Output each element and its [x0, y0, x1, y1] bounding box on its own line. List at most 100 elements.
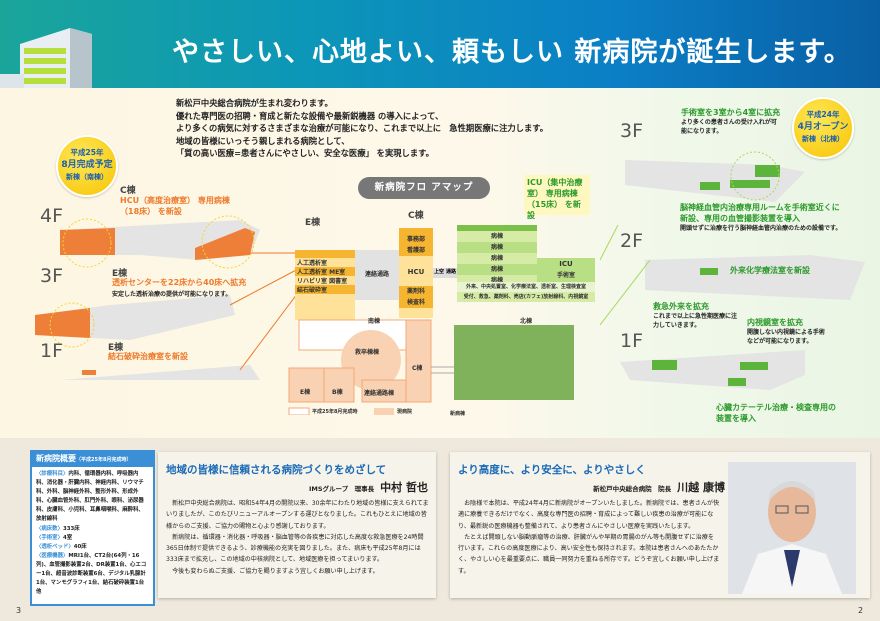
intro-text: 新松戸中央総合病院が生まれ変わります。 優れた専門医の招聘・育成と新たな設備や最…: [176, 97, 548, 160]
floor-label: 1F: [620, 330, 644, 352]
summary-body: 〈診療科目〉内科、循環器内科、呼吸器内科、消化器・肝臓内科、神経内科、リウマチ科…: [32, 467, 153, 600]
summary-key: 〈透析ベッド〉: [36, 543, 74, 550]
message-title: より高度に、より安全に、よりやさしく: [458, 464, 646, 476]
legend-new: 新病棟: [450, 411, 466, 417]
badge-month: 4月オープン: [797, 122, 849, 132]
north-wing-badge: 平成24年 4月オープン 新棟（北棟）: [792, 97, 854, 159]
summary-value: 40床: [73, 543, 87, 550]
badge-building: 新棟（北棟）: [802, 135, 844, 143]
intro-line: 地域の皆様にいっそう親しまれる病院として、: [176, 135, 350, 146]
message-signature: 新松戸中央総合病院 院長川越 康博: [593, 479, 725, 495]
summary-key: 〈病床数〉: [36, 525, 63, 532]
summary-key: 〈診療科目〉: [36, 471, 69, 477]
room-label: 検査科: [399, 297, 433, 308]
summary-item: 〈透析ベッド〉40床: [36, 543, 149, 552]
icu-or-block: ICU 手術室: [537, 258, 595, 282]
or-expansion-subnote: より多くの患者さんの受け入れが可能になります。: [681, 119, 777, 135]
room-label: 結石破砕室: [295, 285, 355, 294]
message-signature: IMSグループ 理事長中村 哲也: [309, 479, 428, 495]
summary-title: 新病院概要: [36, 454, 76, 463]
badge-building: 新棟（南棟）: [66, 173, 108, 181]
director-portrait: [728, 462, 856, 594]
sky-bridge: 上空通路: [433, 268, 457, 278]
message-title: 地域の皆様に信頼される病院づくりをめざして: [166, 464, 387, 476]
c-building-label: C棟: [408, 211, 424, 221]
floor-label: 1F: [40, 340, 64, 362]
page-headline: やさしい、心地よい、頼もしい 新病院が誕生します。: [172, 37, 852, 68]
floor-label: 3F: [40, 265, 64, 287]
summary-key: 〈手術室〉: [36, 534, 63, 541]
south-floor-plans: [35, 215, 300, 380]
e-building-label: E棟: [305, 218, 321, 228]
floor-label: 4F: [40, 205, 64, 227]
signature-org: IMSグループ 理事長: [308, 485, 375, 493]
e-building-label: E棟: [112, 269, 128, 279]
room-label: 病棟: [490, 233, 503, 240]
room-label: 看護部: [399, 245, 433, 256]
plan-label: 南棟: [368, 318, 381, 325]
message-paragraph: お陰様で本院は、平成24年4月に新病院がオープンいたしました。新病院では、患者さ…: [458, 500, 720, 530]
er-note: 救急外来を拡充: [653, 302, 709, 311]
room-row: リハビリ室 図書室: [295, 276, 355, 285]
hcu-note: HCU（高度治療室） 専用病棟（18床） を新設: [120, 196, 230, 216]
signature-name: 中村 哲也: [380, 481, 428, 494]
dialysis-subnote: 安定した透析治療の提供が可能になります。: [112, 291, 232, 298]
plan-label: 連絡通路棟: [364, 390, 395, 397]
floormap-title: 新病院フロ アマップ: [358, 177, 490, 199]
room-row: 人工透析室 ME室: [295, 267, 355, 276]
summary-value: 333床: [62, 525, 80, 532]
intro-line: 優れた専門医の招聘・育成と新たな設備や最新鋭機器 の導入によって、: [176, 110, 444, 121]
plan-label: C棟: [412, 365, 423, 372]
link-label: 上空: [433, 269, 444, 275]
dialysis-note: 透析センターを22床から40床へ拡充: [112, 278, 247, 287]
icu-note: ICU（集中治療室） 専用病棟（15床） を新設: [524, 175, 590, 220]
room-label: 病棟: [457, 264, 537, 275]
summary-item: 〈医療機器〉MRI1台、CT2台(64列・16列)、血管撮影装置2台、DR装置1…: [36, 552, 150, 597]
message-paragraph: たとえば開頭しない脳動脈瘤等の治療、肝臓がんや早期の胃腸のがん等も開腹せずに治療…: [458, 533, 720, 575]
room-label: 図書室: [329, 278, 348, 285]
corridor-block: 連絡通路: [355, 250, 399, 300]
room-label: 病棟: [457, 242, 537, 253]
legend-current: 現病院: [397, 409, 413, 415]
cardiac-cath-note: 心臓カテーテル治療・検査専用の装置を導入: [716, 403, 836, 423]
plan-label: E棟: [300, 389, 311, 396]
room-label: ICU: [559, 260, 573, 268]
neuro-room-subnote: 開頭せずに治療を行う脳神経血管内治療のための設備です。: [680, 225, 842, 232]
summary-key: 〈医療機器〉: [36, 552, 69, 559]
c-building-label: C棟: [120, 186, 136, 196]
room-label: HCU: [407, 268, 425, 276]
e-building-label: E棟: [108, 343, 124, 353]
message-paragraph: 新松戸中央総合病院は、昭和54年4月の開院以来、30余年にわたり地域の皆様に支え…: [166, 500, 429, 530]
floor-label: 2F: [620, 230, 644, 252]
signature-org: 新松戸中央総合病院 院長: [593, 485, 672, 493]
c-building-block: 事務部 看護部 HCU 薬剤科 検査科: [399, 228, 433, 318]
plan-label: 救卒棟棟: [355, 349, 380, 356]
summary-item: 〈診療科目〉内科、循環器内科、呼吸器内科、消化器・肝臓内科、神経内科、リウマチ科…: [36, 470, 149, 525]
intro-line: 新松戸中央総合病院が生まれ変わります。: [176, 98, 333, 108]
or-expansion-note: 手術室を3室から4室に拡充: [681, 108, 781, 117]
summary-title-note: （平成25年8月完成時）: [76, 457, 132, 463]
endoscopy-subnote: 開腹しない内視鏡による手術などが可能になります。: [747, 329, 825, 345]
neuro-room-note: 脳神経血管内治療専用ルームを手術室近くに新設、専用の血管撮影装置を導入: [680, 203, 840, 223]
message-paragraph: 今後も変わらぬご支援、ご協力を賜りますよう宜しくお願い申し上げます。: [172, 567, 379, 575]
plan-label: 北棟: [520, 318, 533, 325]
header-banner: [0, 0, 880, 88]
summary-header: 新病院概要（平成25年8月完成時）: [32, 450, 153, 467]
room-label: 薬剤科: [399, 286, 433, 297]
chemo-room-note: 外来化学療法室を新設: [730, 266, 810, 275]
page-number-right: 2: [858, 606, 864, 615]
message-body: 新松戸中央総合病院は、昭和54年4月の開院以来、30余年にわたり地域の皆様に支え…: [166, 498, 430, 577]
room-label: 手術室: [556, 272, 575, 279]
legend-future: 平成25年8月完成時: [312, 409, 358, 415]
badge-year: 平成24年: [806, 110, 840, 119]
e-building-block: 人工透析室 人工透析室 ME室 リハビリ室 図書室 結石破砕室: [295, 250, 355, 320]
north-1f-rooms: 受付、救急、薬剤科、売店(カフェ)放射線科、内視鏡室: [457, 292, 595, 302]
badge-year: 平成25年: [70, 148, 104, 157]
north-1f-rooms: 外来、中央処置室、化学療法室、透析室、生理検査室: [457, 282, 595, 292]
room-label: リハビリ室: [297, 278, 328, 285]
room-label: 事務部: [399, 234, 433, 245]
south-wing-badge: 平成25年 8月完成予定 新棟（南棟）: [56, 135, 118, 197]
message-paragraph: 新病院は、循環器・消化器・呼吸器・脳血管等の各疾患に対応した高度な救急医療を24…: [166, 533, 424, 564]
site-plan: [288, 319, 574, 415]
page-number-left: 3: [16, 606, 22, 615]
